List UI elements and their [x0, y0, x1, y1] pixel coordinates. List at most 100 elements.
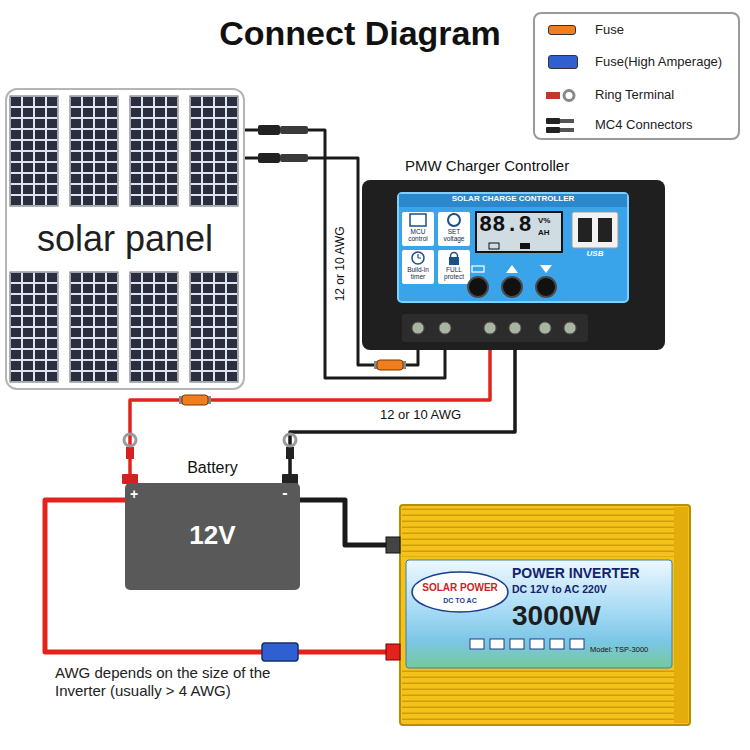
lcd-icon [520, 243, 530, 249]
clock-hands [418, 254, 421, 258]
lcd-icon [489, 243, 499, 249]
terminal-screw [564, 322, 576, 334]
mc4-connector [258, 153, 280, 163]
inverter-label-panel [406, 560, 672, 668]
usb-slot [598, 218, 612, 242]
node-text: MCU control [402, 229, 434, 242]
appliance-icon [510, 639, 524, 649]
node-text: 12V [125, 521, 300, 551]
polarity-mark: + [128, 486, 140, 502]
button-icon [506, 265, 518, 273]
gear-icon [448, 214, 460, 226]
ring-sleeve [286, 447, 294, 459]
lcd-screen [476, 212, 562, 252]
appliance-icon [470, 639, 484, 649]
wire-gauge: 12 or 10 AWG [380, 408, 470, 423]
appliance-icon [490, 639, 504, 649]
legend-text: Fuse [595, 22, 735, 38]
lock-icon [449, 257, 459, 265]
node-text: SOLAR CHARGE CONTROLLER [398, 194, 628, 203]
chip-icon [410, 214, 426, 226]
wire [245, 158, 418, 365]
node-text: POWER INVERTER [512, 565, 662, 581]
power-inverter: POWER INVERTERDC 12V to AC 220V3000WSOLA… [400, 505, 690, 725]
ring-sleeve [126, 447, 134, 459]
title: Connect Diagram [200, 14, 520, 53]
solar-module [70, 272, 118, 382]
icon-tile [438, 250, 470, 284]
button-icon [540, 265, 552, 273]
high-amp-fuse [262, 643, 298, 661]
terminal-screw [539, 322, 551, 334]
node-text: AH [538, 229, 560, 237]
solar-module [10, 272, 58, 382]
charge-controller: PMW Charger ControllerSOLAR CHARGE CONTR… [362, 180, 665, 350]
node-heading: PMW Charger Controller [405, 157, 663, 174]
set-icon: SET voltage [438, 212, 470, 246]
protect-icon: FULL protect [438, 250, 470, 284]
button [502, 277, 522, 297]
wire [300, 500, 400, 545]
inverter-terminal [386, 537, 400, 553]
note: AWG depends on the size of the Inverter … [55, 664, 285, 700]
mcu-icon: MCU control [402, 212, 434, 246]
node-text: DC 12V to AC 220V [512, 583, 662, 595]
fuse [182, 395, 208, 405]
ring-terminal-sample [564, 91, 574, 101]
solar-module [130, 272, 178, 382]
button-icon [472, 266, 484, 272]
solar-module [190, 272, 238, 382]
mc4-connector [258, 125, 280, 135]
ring-terminal [284, 434, 296, 446]
node-text: Model: TSP-3000 [590, 646, 668, 655]
mc4-connector [280, 154, 308, 162]
button [536, 277, 556, 297]
legend-swatch [548, 55, 578, 69]
usb-port: USB [572, 212, 618, 262]
controller-band [399, 194, 627, 207]
node-text: 88.8 [479, 215, 537, 237]
wire-gauge: 12 or 10 AWG [334, 219, 348, 309]
ring-terminal [124, 434, 136, 446]
terminal-strip [402, 314, 588, 342]
polarity-mark: - [278, 484, 292, 502]
icon-tile [438, 212, 470, 246]
legend-box: FuseFuse(High Amperage) Ring TerminalMC4 … [533, 12, 740, 140]
solar-module [130, 96, 178, 206]
node-text: SOLAR POWER [413, 582, 507, 594]
legend-text: Ring Terminal [595, 87, 735, 103]
node-text: FULL protect [438, 267, 470, 280]
usb-housing [572, 212, 618, 248]
node-text: solar panel [7, 218, 243, 259]
legend-text: MC4 Connectors [595, 117, 735, 133]
inverter-housing [400, 505, 690, 725]
logo-ellipse [412, 572, 508, 612]
appliance-icon [570, 639, 584, 649]
button [468, 277, 488, 297]
icon-tile [402, 212, 434, 246]
mc4-connector [280, 126, 308, 134]
inverter-endcap [674, 507, 688, 723]
usb-slot [578, 218, 592, 242]
inverter-ridges [402, 670, 688, 723]
inverter-terminal [386, 644, 400, 660]
inverter-ridges [402, 507, 688, 557]
node-heading: Battery [125, 459, 300, 477]
solar-module [70, 96, 118, 206]
node-text: SET voltage [438, 229, 470, 242]
controller-face [398, 193, 628, 302]
solar-panel: solar panel [5, 88, 245, 390]
terminal-screw [412, 322, 424, 334]
node-text: USB [572, 250, 618, 259]
terminal-screw [509, 322, 521, 334]
battery: Battery12V [125, 483, 300, 590]
clock-icon [412, 252, 424, 264]
controller-housing [362, 180, 665, 350]
legend-text: Fuse(High Amperage) [595, 54, 735, 70]
lcd-display: 88.8V%AH [476, 212, 562, 252]
appliance-icon [530, 639, 544, 649]
timer-icon: Build-in timer [402, 250, 434, 284]
solar-module [10, 96, 58, 206]
